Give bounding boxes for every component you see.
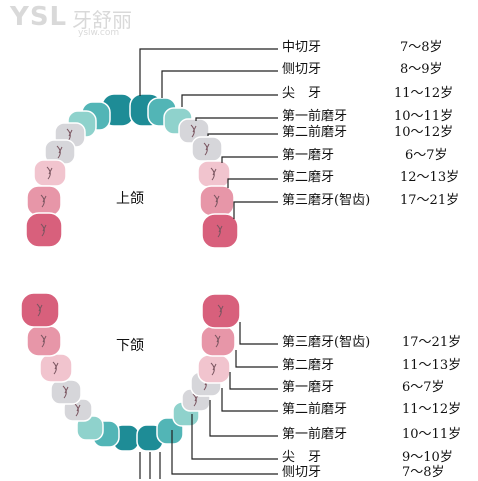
watermark-name: 牙舒丽 [72,8,132,32]
upper-eruption-age: 6～7岁 [405,148,448,163]
lower-leader-line [209,400,278,437]
upper-tooth-label: 第二磨牙 [282,170,335,185]
lower-tooth-label: 侧切牙 [282,465,322,480]
upper-tooth-label: 第一前磨牙 [282,109,348,124]
lower-eruption-age: 9～10岁 [402,450,453,465]
lower-tooth-label: 第一前磨牙 [282,427,348,442]
lower-tooth-label: 第二磨牙 [282,358,335,373]
upper-eruption-age: 7～8岁 [400,40,443,55]
lower-leader-line [191,414,278,460]
lower-tooth-label: 第二前磨牙 [282,402,348,417]
lower-leader-line [221,388,278,412]
upper-tooth-label: 第一磨牙 [282,148,335,163]
upper-jaw-label: 上颌 [116,191,144,207]
lower-leader-line [239,322,278,345]
lower-leader-line [235,350,278,368]
upper-right-first-molar-tooth [33,159,67,187]
upper-leader-line [207,133,278,136]
lower-jaw-label: 下颌 [116,338,144,354]
upper-left-first-molar-tooth [197,160,231,188]
lower-left-first-molar-tooth [197,354,231,384]
upper-leader-line [221,156,278,163]
lower-left-second-molar-tooth [200,325,236,357]
lower-right-second-molar-tooth [26,325,62,357]
upper-leader-line [195,117,278,121]
upper-eruption-age: 11～12岁 [394,86,454,101]
watermark: YSL 牙舒丽 yslw.com [10,2,170,40]
lower-eruption-age: 6～7岁 [402,380,445,395]
upper-eruption-age: 10～12岁 [394,125,454,140]
upper-right-second-molar-tooth [26,185,62,217]
upper-tooth-label: 侧切牙 [282,62,322,77]
lower-eruption-age: 7～8岁 [402,465,445,480]
lower-eruption-age: 17～21岁 [402,335,462,350]
upper-left-third-molar-tooth [201,213,239,249]
upper-eruption-age: 17～21岁 [400,193,460,208]
upper-tooth-label: 第二前磨牙 [282,125,348,140]
lower-tooth-label: 第一磨牙 [282,380,335,395]
upper-eruption-age: 10～11岁 [394,109,454,124]
lower-left-third-molar-tooth [201,293,241,329]
lower-leader-line [229,372,278,390]
lower-eruption-age: 11～12岁 [402,402,462,417]
upper-tooth-label: 尖 牙 [282,86,322,101]
watermark-brand: YSL [10,2,68,32]
upper-eruption-age: 12～13岁 [400,170,460,185]
lower-eruption-age: 10～11岁 [402,427,462,442]
lower-eruption-age: 11～13岁 [402,358,462,373]
upper-leader-line [161,70,278,98]
lower-leader-line [171,430,278,475]
upper-right-third-molar-tooth [25,212,63,248]
upper-tooth-label: 第三磨牙(智齿) [282,193,371,208]
lower-right-first-molar-tooth [39,353,73,383]
lower-right-second-premolar-tooth [50,379,82,405]
upper-leader-line [139,48,278,96]
upper-leader-line [227,178,278,188]
upper-tooth-label: 中切牙 [282,40,322,55]
upper-leader-line [233,201,278,219]
upper-leader-line [181,94,278,107]
upper-left-second-premolar-tooth [191,136,223,162]
lower-tooth-label: 第三磨牙(智齿) [282,335,371,350]
watermark-url: yslw.com [78,28,120,38]
upper-left-second-molar-tooth [199,185,235,217]
upper-eruption-age: 8～9岁 [400,62,443,77]
lower-tooth-label: 尖 牙 [282,450,322,465]
lower-right-third-molar-tooth [20,292,60,328]
